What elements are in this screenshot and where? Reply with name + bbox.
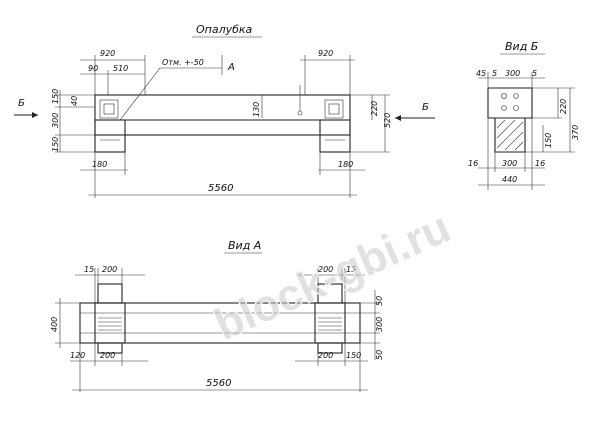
plan-beam-body bbox=[79, 302, 361, 344]
dim-front-top-4: 920 bbox=[318, 49, 333, 58]
plan-right-pad-top bbox=[317, 283, 343, 304]
plan-dim-bottom-3: 200 bbox=[318, 351, 333, 360]
front-left-pocket-inner bbox=[103, 103, 115, 115]
view-b-dim-top-4: 5 bbox=[532, 69, 537, 78]
front-embedded-part bbox=[297, 110, 303, 116]
dim-front-bottom-2: 180 bbox=[338, 160, 353, 169]
front-right-support bbox=[319, 119, 351, 153]
dim-front-right-2: 520 bbox=[383, 113, 392, 128]
dim-front-left-1: 150 bbox=[51, 89, 60, 104]
front-view: Б Б Отм. +-50 А 920 90 510 920 150 40 30… bbox=[14, 49, 435, 198]
plan-right-end bbox=[314, 302, 346, 344]
dim-front-left-3: 300 bbox=[51, 113, 60, 128]
plan-view: 15 200 200 15 400 50 300 50 120 200 200 … bbox=[50, 265, 384, 392]
plan-dim-right-2: 300 bbox=[375, 317, 384, 332]
plan-left-pad-top bbox=[97, 283, 123, 304]
dim-front-top-1: 920 bbox=[100, 49, 115, 58]
view-b-dim-mid: 150 bbox=[544, 133, 553, 148]
plan-dim-right-3: 50 bbox=[375, 350, 384, 360]
plan-dim-total: 5560 bbox=[206, 378, 231, 389]
plan-dim-top-3: 200 bbox=[318, 265, 333, 274]
plan-left-pad-bottom bbox=[97, 342, 123, 354]
view-b-dim-top-1: 45 bbox=[476, 69, 486, 78]
plan-right-pad-bottom bbox=[317, 342, 343, 354]
view-b-hatch-1 bbox=[496, 119, 506, 129]
view-b-dim-top-2: 5 bbox=[492, 69, 497, 78]
front-left-support bbox=[94, 119, 126, 153]
view-b-hole-2 bbox=[513, 93, 519, 99]
title-view-b: Вид Б bbox=[505, 40, 538, 53]
view-b-dim-right-1: 220 bbox=[559, 99, 568, 114]
front-right-pocket bbox=[324, 99, 344, 119]
dim-front-inner: 130 bbox=[252, 102, 261, 117]
level-note-leader bbox=[119, 67, 161, 121]
view-a-marker: А bbox=[227, 62, 235, 73]
section-arrow-right-head bbox=[395, 115, 401, 121]
view-b-hatch-4 bbox=[504, 131, 524, 151]
dim-front-left-4: 150 bbox=[51, 137, 60, 152]
view-b: 45 5 300 5 220 370 150 16 300 16 440 bbox=[468, 69, 580, 190]
plan-dim-bottom-1: 120 bbox=[70, 351, 85, 360]
plan-dim-top-4: 15 bbox=[346, 265, 356, 274]
dim-front-total: 5560 bbox=[208, 183, 233, 194]
view-b-dim-total: 440 bbox=[502, 175, 517, 184]
view-b-dim-right-2: 370 bbox=[571, 125, 580, 140]
view-b-hole-1 bbox=[501, 93, 507, 99]
front-left-pocket bbox=[99, 99, 119, 119]
title-view-a: Вид А bbox=[228, 239, 261, 252]
dim-front-right-1: 220 bbox=[370, 101, 379, 116]
dim-front-top-2: 90 bbox=[88, 64, 98, 73]
view-b-hole-4 bbox=[513, 105, 519, 111]
front-beam-body bbox=[94, 94, 351, 136]
view-b-hatch-2 bbox=[496, 119, 516, 139]
level-note: Отм. +-50 bbox=[162, 58, 204, 67]
dim-front-top-3: 510 bbox=[113, 64, 128, 73]
plan-left-end bbox=[94, 302, 126, 344]
section-label-left: Б bbox=[18, 98, 25, 109]
dim-front-left-2: 40 bbox=[70, 96, 79, 106]
section-label-right: Б bbox=[422, 102, 429, 113]
watermark: block-gbi.ru bbox=[208, 203, 458, 350]
view-b-dim-top-3: 300 bbox=[505, 69, 520, 78]
view-b-dim-bottom-1: 16 bbox=[468, 159, 478, 168]
section-arrow-left-head bbox=[32, 112, 38, 118]
view-b-dim-bottom-2: 300 bbox=[502, 159, 517, 168]
view-b-hatch-5 bbox=[514, 141, 524, 151]
plan-dim-top-2: 200 bbox=[102, 265, 117, 274]
view-b-hatch-3 bbox=[496, 121, 524, 149]
plan-dim-left: 400 bbox=[50, 317, 59, 332]
plan-dim-right-1: 50 bbox=[375, 296, 384, 306]
view-b-profile bbox=[487, 87, 533, 153]
view-b-dim-bottom-3: 16 bbox=[535, 159, 545, 168]
plan-dim-bottom-2: 200 bbox=[100, 351, 115, 360]
plan-dim-top-1: 15 bbox=[84, 265, 94, 274]
dim-front-bottom-1: 180 bbox=[92, 160, 107, 169]
title-formwork: Опалубка bbox=[196, 23, 253, 36]
front-right-pocket-inner bbox=[328, 103, 340, 115]
plan-dim-bottom-4: 150 bbox=[346, 351, 361, 360]
view-b-hole-3 bbox=[501, 105, 507, 111]
